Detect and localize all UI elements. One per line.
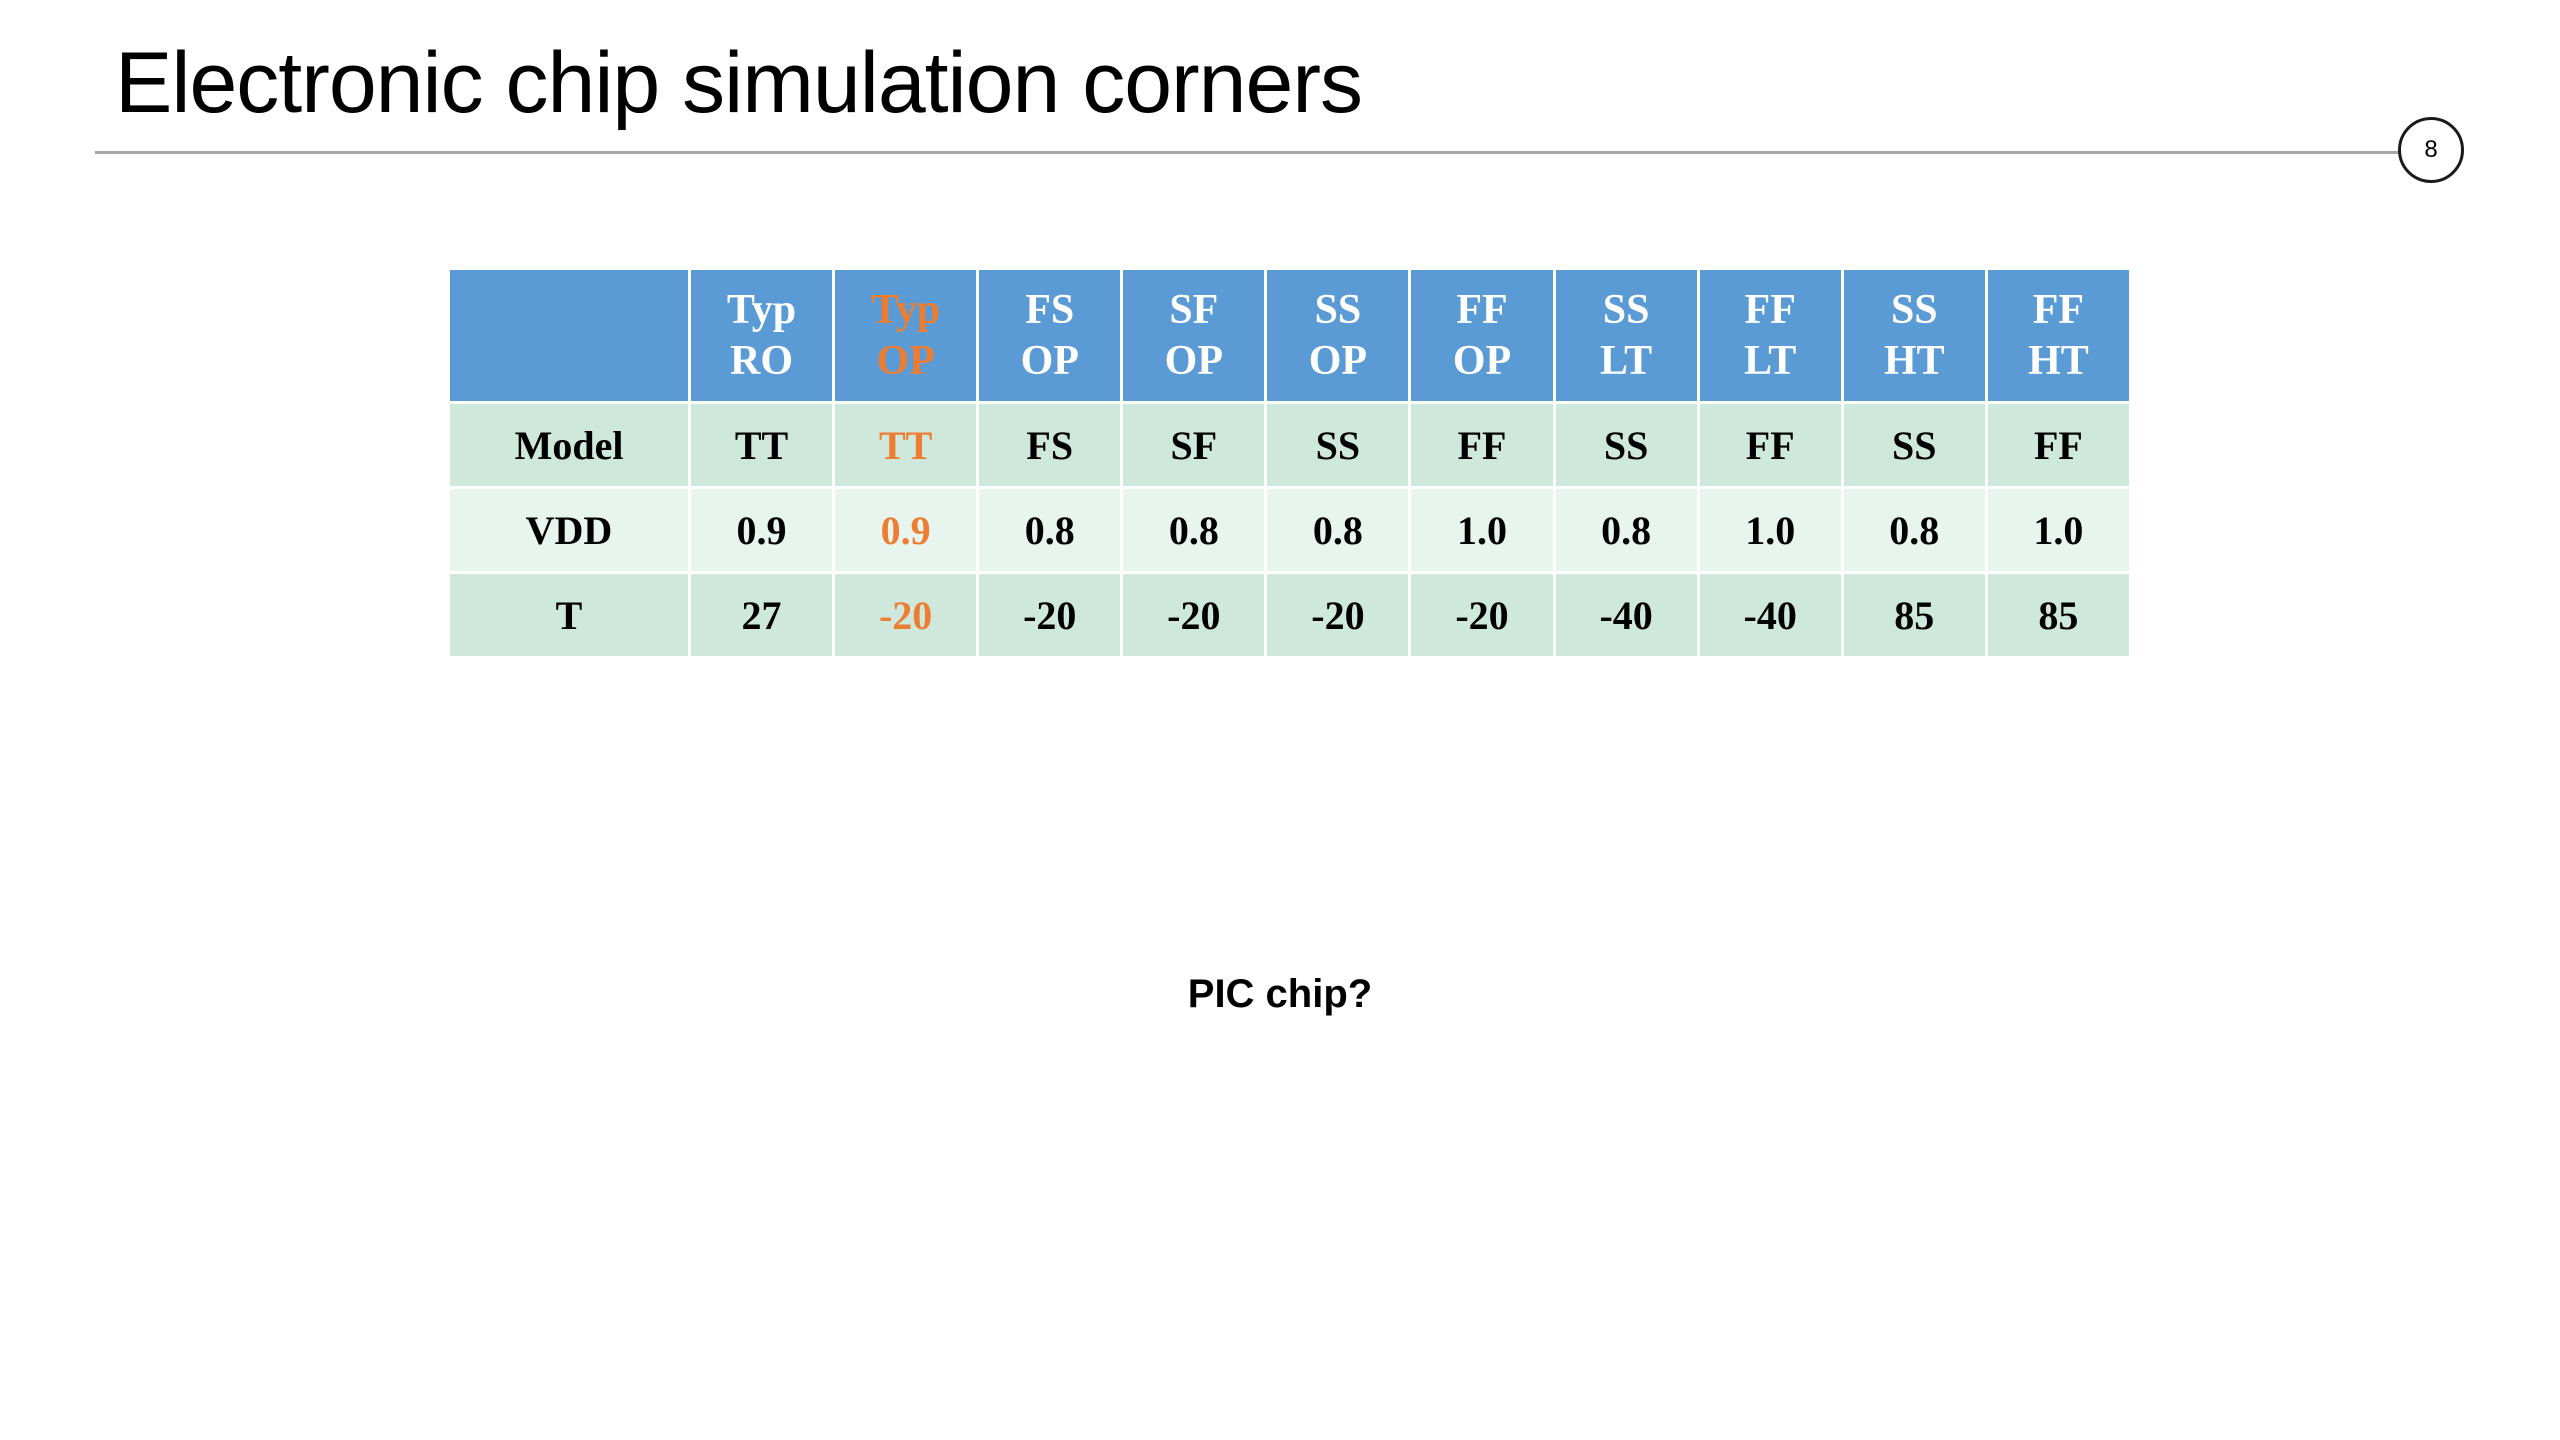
- table-cell: SF: [1123, 404, 1265, 486]
- title-divider: [95, 151, 2398, 154]
- table-cell: -20: [1123, 574, 1265, 656]
- table-cell: 27: [691, 574, 833, 656]
- page-number-badge: 8: [2398, 117, 2464, 183]
- table-cell: FF: [1699, 404, 1841, 486]
- row-label: VDD: [450, 489, 688, 571]
- table-cell: 1.0: [1987, 489, 2129, 571]
- table-cell: SS: [1555, 404, 1697, 486]
- table-cell: -20: [979, 574, 1121, 656]
- table-cell: -20: [1411, 574, 1553, 656]
- table-cell-highlighted: TT: [835, 404, 977, 486]
- table-cell: TT: [691, 404, 833, 486]
- table-cell: 0.8: [979, 489, 1121, 571]
- table-cell: 85: [1987, 574, 2129, 656]
- table-cell: FS: [979, 404, 1121, 486]
- table-row-model: Model TT TT FS SF SS FF SS FF SS FF: [450, 404, 2129, 486]
- table-cell: -20: [1267, 574, 1409, 656]
- table-cell-highlighted: -20: [835, 574, 977, 656]
- table-cell: 0.9: [691, 489, 833, 571]
- table-row-vdd: VDD 0.9 0.9 0.8 0.8 0.8 1.0 0.8 1.0 0.8 …: [450, 489, 2129, 571]
- table-cell: 1.0: [1411, 489, 1553, 571]
- table-row-temperature: T 27 -20 -20 -20 -20 -20 -40 -40 85 85: [450, 574, 2129, 656]
- table-cell: 85: [1843, 574, 1985, 656]
- table-cell: -40: [1699, 574, 1841, 656]
- table-cell: 0.8: [1843, 489, 1985, 571]
- header-cell-corner: [450, 270, 688, 401]
- table-cell: 0.8: [1267, 489, 1409, 571]
- table-cell: 0.8: [1123, 489, 1265, 571]
- table-cell: 1.0: [1699, 489, 1841, 571]
- table-cell: FF: [1987, 404, 2129, 486]
- slide-title: Electronic chip simulation corners: [115, 35, 1363, 131]
- row-label: Model: [450, 404, 688, 486]
- table-cell: SS: [1267, 404, 1409, 486]
- question-text: PIC chip?: [1187, 972, 1373, 1016]
- table-cell-highlighted: 0.9: [835, 489, 977, 571]
- row-label: T: [450, 574, 688, 656]
- table-cell: SS: [1843, 404, 1985, 486]
- table-cell: FF: [1411, 404, 1553, 486]
- table-cell: -40: [1555, 574, 1697, 656]
- table-cell: 0.8: [1555, 489, 1697, 571]
